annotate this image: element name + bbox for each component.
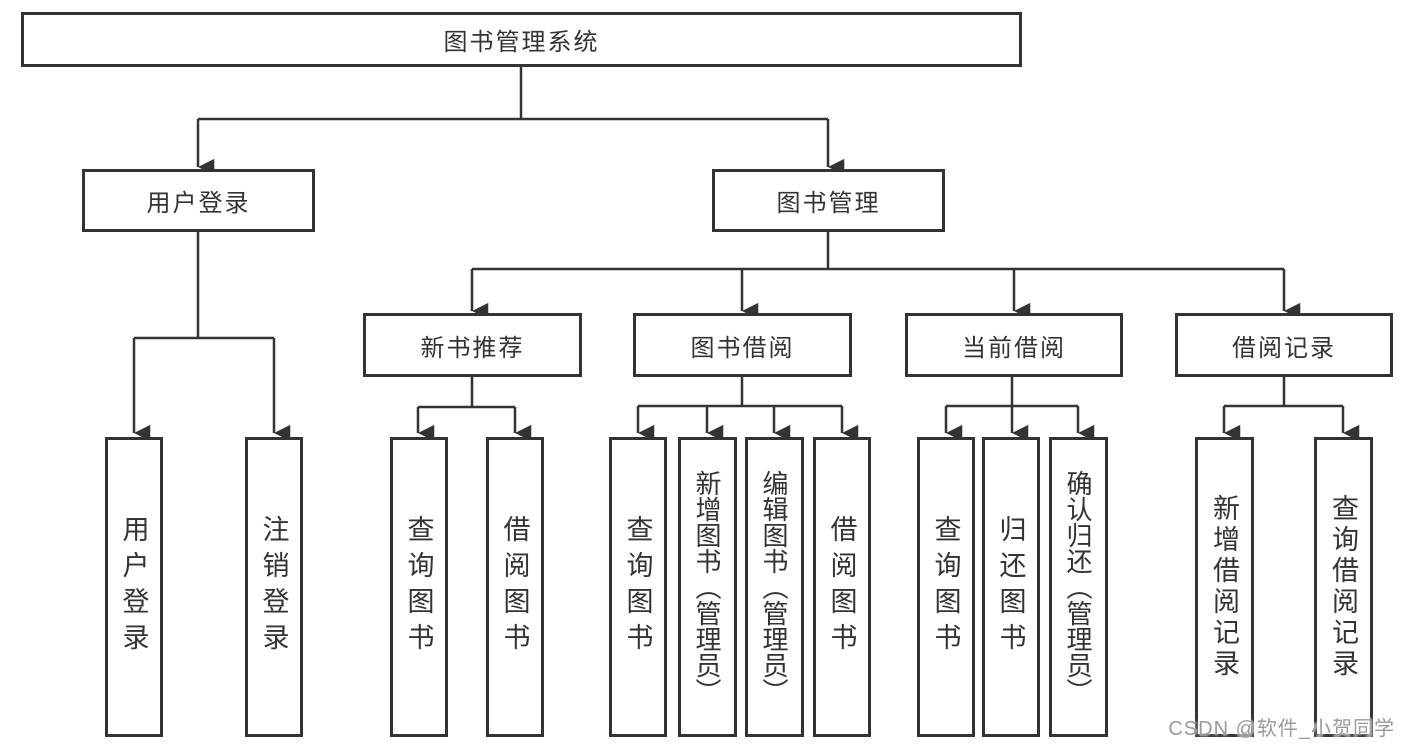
node-user-login-branch-label: 用户登录 (146, 190, 251, 217)
node-borrow-book: 借阅图书 (813, 437, 871, 737)
node-borrow-book-label: 借阅图书 (826, 515, 857, 659)
node-add-book-admin-label: 新增图书（管理员） (692, 470, 722, 704)
node-recommend-borrow-book-label: 借阅图书 (499, 515, 530, 659)
node-leaf-logout: 注销登录 (245, 437, 303, 737)
node-edit-book-admin-label: 编辑图书（管理员） (759, 470, 789, 704)
node-book-management-branch-label: 图书管理 (776, 190, 881, 217)
node-add-borrow-record-label: 新增借阅记录 (1209, 494, 1239, 680)
node-borrow-records: 借阅记录 (1175, 313, 1393, 377)
node-query-borrow-record: 查询借阅记录 (1314, 437, 1373, 737)
node-add-borrow-record: 新增借阅记录 (1195, 437, 1254, 737)
node-recommend-borrow-book: 借阅图书 (486, 437, 544, 737)
node-return-book: 归还图书 (982, 437, 1040, 737)
node-root-system: 图书管理系统 (21, 12, 1022, 67)
node-book-borrow-label: 图书借阅 (690, 334, 795, 362)
node-confirm-return-admin-label: 确认归还（管理员） (1063, 470, 1093, 704)
node-leaf-user-login: 用户登录 (105, 437, 163, 737)
node-user-login-branch: 用户登录 (82, 169, 315, 232)
node-return-book-label: 归还图书 (995, 515, 1026, 659)
node-current-query-books: 查询图书 (917, 437, 975, 737)
node-new-book-recommend: 新书推荐 (363, 313, 582, 377)
node-borrow-query-books-label: 查询图书 (622, 515, 653, 659)
csdn-watermark: CSDN @软件_小贺同学 (1168, 718, 1395, 740)
node-current-query-books-label: 查询图书 (930, 515, 961, 659)
node-book-management-branch: 图书管理 (712, 169, 945, 232)
node-recommend-query-books-label: 查询图书 (403, 515, 434, 659)
node-leaf-logout-label: 注销登录 (258, 515, 289, 659)
node-add-book-admin: 新增图书（管理员） (678, 437, 737, 737)
node-new-book-recommend-label: 新书推荐 (420, 334, 525, 362)
node-book-borrow: 图书借阅 (633, 313, 852, 377)
node-borrow-records-label: 借阅记录 (1232, 334, 1336, 362)
node-recommend-query-books: 查询图书 (390, 437, 448, 737)
node-root-system-label: 图书管理系统 (443, 29, 600, 56)
node-borrow-query-books: 查询图书 (609, 437, 667, 737)
node-leaf-user-login-label: 用户登录 (118, 515, 149, 659)
node-confirm-return-admin: 确认归还（管理员） (1049, 437, 1108, 737)
node-edit-book-admin: 编辑图书（管理员） (745, 437, 804, 737)
node-current-borrow: 当前借阅 (905, 313, 1123, 377)
node-query-borrow-record-label: 查询借阅记录 (1328, 494, 1358, 680)
node-current-borrow-label: 当前借阅 (962, 334, 1066, 362)
